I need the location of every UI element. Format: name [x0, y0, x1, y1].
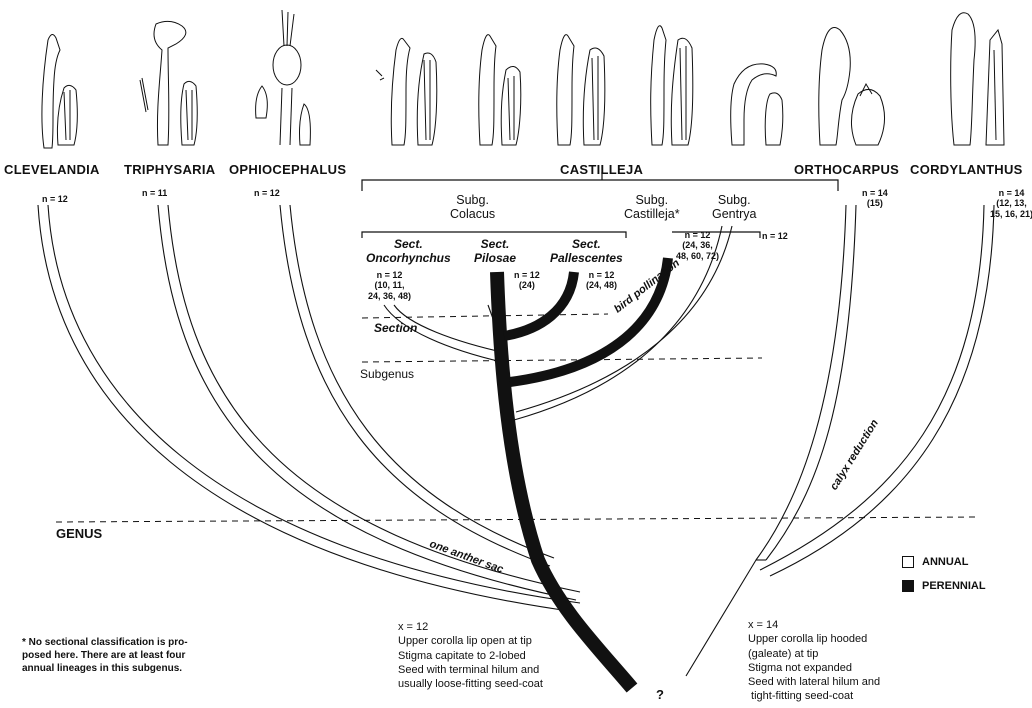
flower-gentrya: [731, 64, 783, 145]
genus-label-triphysaria: TRIPHYSARIA: [124, 163, 215, 178]
chrom-orthocarpus: n = 14 (15): [862, 188, 888, 209]
note-left-lineage: x = 12 Upper corolla lip open at tip Sti…: [398, 620, 543, 691]
legend-perennial-swatch: [902, 580, 914, 592]
chrom-oncorhynchus: n = 12 (10, 11, 24, 36, 48): [368, 270, 411, 301]
genus-label-orthocarpus: ORTHOCARPUS: [794, 163, 899, 178]
subgenus-colacus: Subg. Colacus: [450, 193, 495, 222]
legend-annual-label: ANNUAL: [922, 556, 968, 569]
flower-triphysaria: [140, 21, 197, 145]
flower-subg-castilleja: [651, 26, 693, 145]
flower-cordylanthus: [951, 13, 1004, 145]
chrom-clevelandia: n = 12: [42, 194, 68, 204]
subgenus-gentrya: Subg. Gentrya: [712, 193, 756, 222]
flower-oncorhynchus: [376, 38, 437, 145]
flower-pilosae: [479, 35, 521, 145]
flower-clevelandia: [42, 34, 77, 148]
genus-label-ophiocephalus: OPHIOCEPHALUS: [229, 163, 346, 178]
chrom-pallescentes: n = 12 (24, 48): [586, 270, 617, 291]
legend-annual-swatch: [902, 556, 914, 568]
section-oncorhynchus: Sect. Oncorhynchus: [366, 238, 451, 266]
chrom-subg-castilleja: n = 12 (24, 36, 48, 60, 72): [676, 230, 719, 261]
flower-orthocarpus: [819, 28, 885, 146]
chrom-pilosae: n = 12 (24): [514, 270, 540, 291]
note-right-lineage: x = 14 Upper corolla lip hooded (galeate…: [748, 618, 880, 704]
genus-label-clevelandia: CLEVELANDIA: [4, 163, 100, 178]
rank-label-section: Section: [374, 322, 417, 336]
section-pilosae: Sect. Pilosae: [474, 238, 516, 266]
chrom-triphysaria: n = 11: [142, 188, 167, 198]
root-question-mark: ?: [656, 688, 664, 703]
section-pallescentes: Sect. Pallescentes: [550, 238, 623, 266]
flower-pallescentes: [557, 35, 605, 145]
genus-label-cordylanthus: CORDYLANTHUS: [910, 163, 1023, 178]
legend-perennial-label: PERENNIAL: [922, 580, 986, 593]
footnote: * No sectional classification is pro- po…: [22, 636, 188, 675]
chrom-cordylanthus: n = 14 (12, 13, 15, 16, 21): [990, 188, 1032, 219]
subgenus-castilleja: Subg. Castilleja*: [624, 193, 680, 222]
rank-label-genus: GENUS: [56, 527, 102, 542]
chrom-subg-gentrya: n = 12: [762, 231, 788, 241]
chrom-ophiocephalus: n = 12: [254, 188, 280, 198]
classification-brackets: [362, 172, 838, 238]
flower-illustrations: [42, 10, 1004, 148]
flower-ophiocephalus: [256, 10, 311, 145]
rank-label-subgenus: Subgenus: [360, 368, 414, 382]
genus-label-castilleja: CASTILLEJA: [560, 163, 643, 178]
